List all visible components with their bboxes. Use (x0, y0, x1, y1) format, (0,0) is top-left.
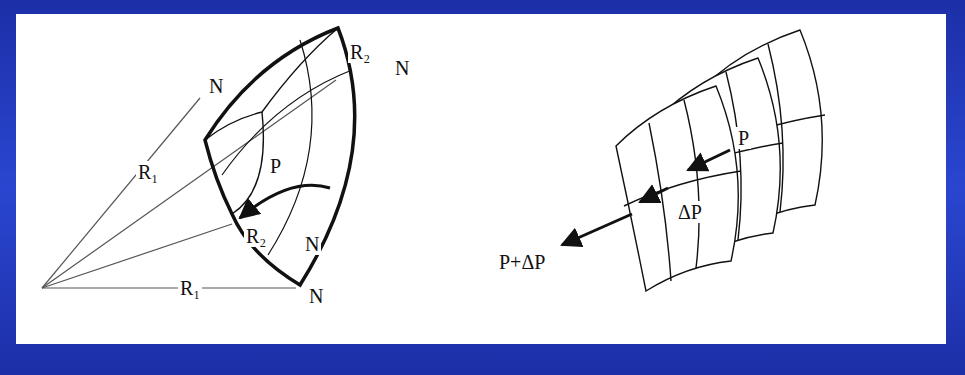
diagram-label: N (207, 75, 225, 97)
diagram-label: R₂ (348, 41, 372, 63)
diagram-label: N (303, 233, 321, 255)
diagram-label: R₁ (136, 161, 160, 183)
diagram-label: R₂ (244, 225, 268, 247)
diagram-label: R₁ (178, 277, 202, 299)
diagram-label: ΔP (676, 201, 704, 223)
diagram-label: P (268, 155, 283, 177)
diagram-label: N (393, 57, 411, 79)
diagram-label: P+ΔP (497, 251, 547, 273)
diagram-label: N (307, 285, 325, 307)
diagram-label: P (736, 127, 751, 149)
